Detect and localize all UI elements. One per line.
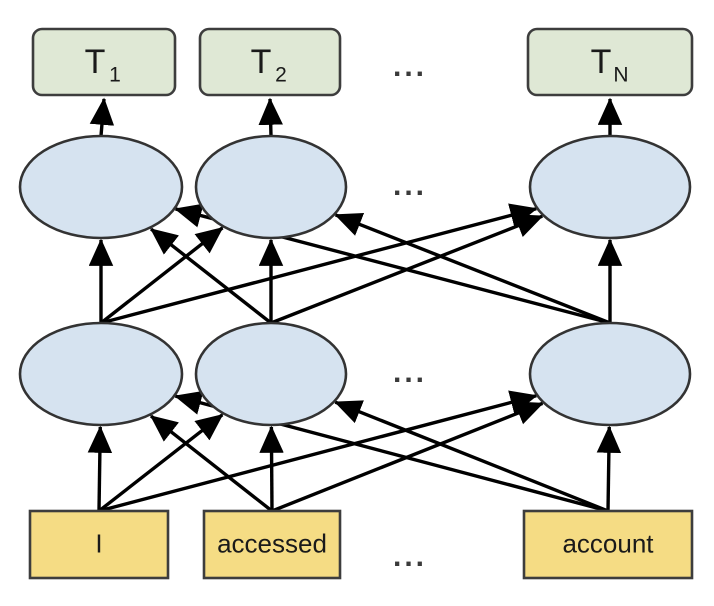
- input-token-label: I: [95, 528, 102, 558]
- edge-upper1-to-output1: [89, 97, 115, 137]
- ellipsis-group: ............: [393, 50, 427, 573]
- output-node-subscript: 1: [109, 64, 121, 87]
- output-node-label: T: [251, 43, 272, 81]
- encoder-node-h1-2: [194, 321, 348, 427]
- edge-input1-to-lower3: [98, 390, 538, 513]
- output-node-label: T: [591, 43, 612, 81]
- input-token-i: I: [28, 509, 170, 580]
- edge-input1-to-lower2: [97, 413, 224, 513]
- edge-input1-to-lower1: [87, 425, 113, 512]
- input-token-label: account: [562, 528, 654, 558]
- input-token-label: accessed: [217, 528, 327, 558]
- edge-group-lower-to-upper-encoder: [88, 203, 623, 325]
- encoder-node-h1-n: [528, 321, 692, 427]
- input-token-account: account: [522, 509, 694, 580]
- encoder-node-h2-2: [194, 134, 348, 240]
- output-node-subscript: 2: [275, 64, 287, 87]
- output-node-subscript: N: [613, 64, 628, 87]
- upper-encoder-layer: [18, 134, 692, 240]
- edge-input2-to-lower2: [259, 425, 284, 512]
- edge-lower1-to-upper3: [100, 203, 538, 325]
- input-token-accessed: accessed: [202, 509, 342, 580]
- ellipsis-hidden-layer-2: ...: [393, 169, 427, 202]
- edge-upper2-to-output2: [258, 97, 283, 137]
- lower-encoder-layer: [18, 321, 692, 427]
- edge-lower1-to-upper2: [99, 226, 224, 325]
- encoder-node-h1-1: [18, 321, 184, 427]
- edge-group-upper-encoder-to-output: [89, 97, 623, 137]
- edge-lower2-to-upper1: [150, 227, 273, 325]
- edge-group-input-to-lower-encoder: [87, 390, 622, 513]
- edge-input3-to-lower3: [596, 425, 622, 512]
- output-node-label: T: [85, 43, 106, 81]
- encoder-node-h2-n: [528, 134, 692, 240]
- edge-input3-to-lower2: [334, 400, 609, 513]
- edge-lower3-to-upper2: [334, 212, 611, 325]
- ellipsis-input-layer: ...: [393, 540, 427, 573]
- ellipsis-hidden-layer-1: ...: [393, 356, 427, 389]
- ellipsis-output-layer: ...: [393, 50, 427, 83]
- edge-input2-to-lower1: [149, 414, 274, 513]
- encoder-node-h2-1: [18, 134, 184, 240]
